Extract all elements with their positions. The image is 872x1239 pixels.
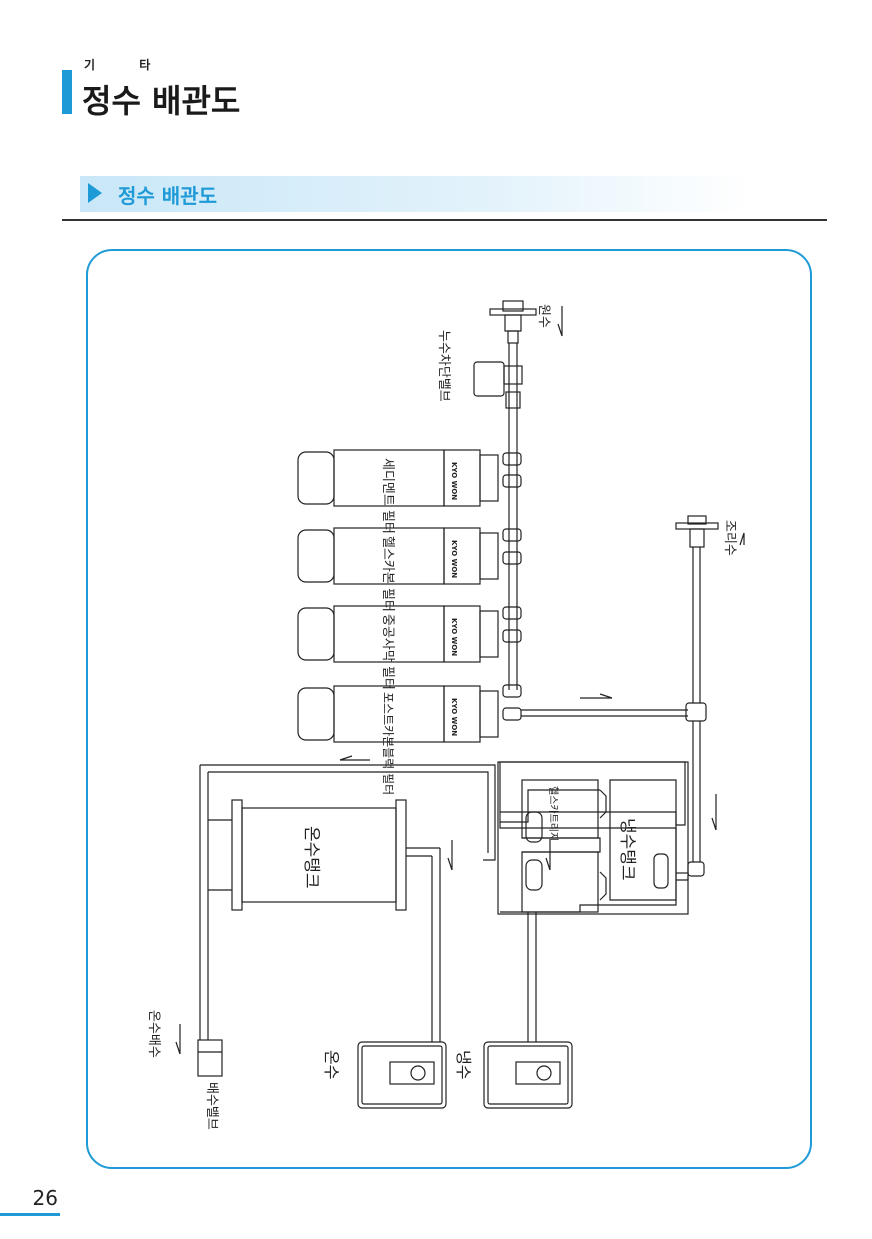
raw-water-faucet-icon (489, 300, 537, 344)
filter-name-1: 세디멘트 필터 (380, 458, 395, 534)
leak-valve-icon (473, 361, 523, 409)
label-raw-water: 원수 (536, 304, 551, 328)
drain-valve-icon (197, 1039, 223, 1077)
filter-healthcarbon-icon (297, 527, 499, 585)
section-band (80, 176, 750, 212)
filter-fittings (502, 452, 522, 721)
label-hot-drain: 온수배수 (146, 1010, 161, 1058)
filter-brand-3: KYO WON (450, 618, 458, 656)
filter-brand-2: KYO WON (450, 540, 458, 578)
page-number: 26 (32, 1186, 58, 1210)
filter-name-4: 포스트카본블럭 필터 (381, 692, 395, 795)
diagram-panel (86, 249, 812, 1169)
label-cook-water: 조리수 (722, 520, 737, 556)
page-number-underline (0, 1213, 60, 1216)
label-cold-tank: 냉수탱크 (617, 818, 637, 881)
filter-brand-4: KYO WON (450, 698, 458, 736)
chapter-category: 기 타 (84, 58, 171, 72)
filter-name-3: 중공사막 필터 (380, 614, 395, 690)
label-cold-outlet: 냉수 (454, 1050, 473, 1079)
cook-water-faucet-icon (675, 515, 719, 548)
title-accent-bar (62, 70, 72, 114)
cold-outlet-faucet-icon (483, 1041, 573, 1109)
label-hot-outlet: 온수 (322, 1050, 341, 1079)
section-title: 정수 배관도 (118, 184, 217, 208)
label-drain-valve: 배수밸브 (204, 1082, 219, 1130)
hot-tank-icon (208, 799, 440, 911)
section-arrow-icon (88, 183, 102, 203)
filter-sediment-icon (297, 449, 499, 507)
hot-outlet-faucet-icon (357, 1041, 447, 1109)
section-divider (62, 219, 827, 221)
filter-hollowfiber-icon (297, 605, 499, 663)
filter-postcarbon-icon (297, 685, 499, 743)
filter-name-2: 헬스카본 필터 (380, 536, 395, 612)
cold-tank-icon (497, 761, 689, 915)
label-hot-tank: 온수탱크 (301, 826, 321, 889)
page-title: 정수 배관도 (82, 82, 241, 120)
filter-brand-1: KYO WON (450, 462, 458, 500)
label-health-cartridge: 헬스카트리지 (547, 786, 559, 841)
label-leak-valve: 누수차단밸브 (436, 330, 451, 402)
